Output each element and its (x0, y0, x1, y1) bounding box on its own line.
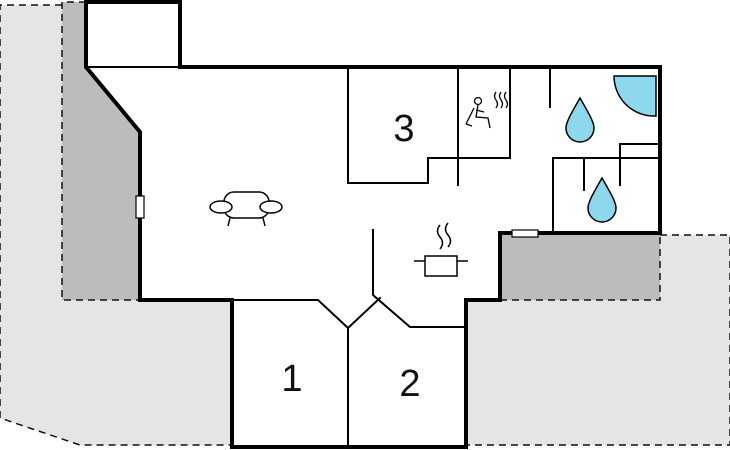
window-left (135, 195, 145, 219)
covered-terrace-left (62, 2, 140, 300)
shower-quarter-circle-icon (613, 75, 657, 117)
wall-room-1-2 (231, 296, 382, 330)
windows (135, 195, 539, 238)
covered-terrace-right-border (500, 235, 661, 301)
wall-room-3 (347, 66, 459, 184)
cooking-pot-icon (414, 222, 468, 277)
room-label-3: 3 (393, 108, 414, 150)
covered-terrace (61, 1, 661, 301)
terrace-right (466, 235, 730, 445)
terrace-left-border (0, 4, 232, 446)
water-drop-icon (587, 176, 617, 223)
sofa-icon (209, 191, 283, 227)
terrace-area (0, 4, 730, 446)
house-floor (86, 2, 660, 447)
covered-terrace-left-border (61, 1, 140, 301)
sauna-icon (465, 91, 509, 129)
covered-terrace-right (500, 235, 660, 300)
room-label-1: 1 (281, 358, 302, 400)
terrace-right-border (466, 234, 730, 446)
water-drop-icon (565, 96, 595, 143)
room-label-2: 2 (399, 363, 420, 405)
interior-walls (85, 66, 661, 448)
window-right (511, 229, 539, 238)
wall-kitchen (372, 229, 467, 328)
terrace-left (0, 5, 232, 445)
exterior-wall (84, 0, 662, 449)
